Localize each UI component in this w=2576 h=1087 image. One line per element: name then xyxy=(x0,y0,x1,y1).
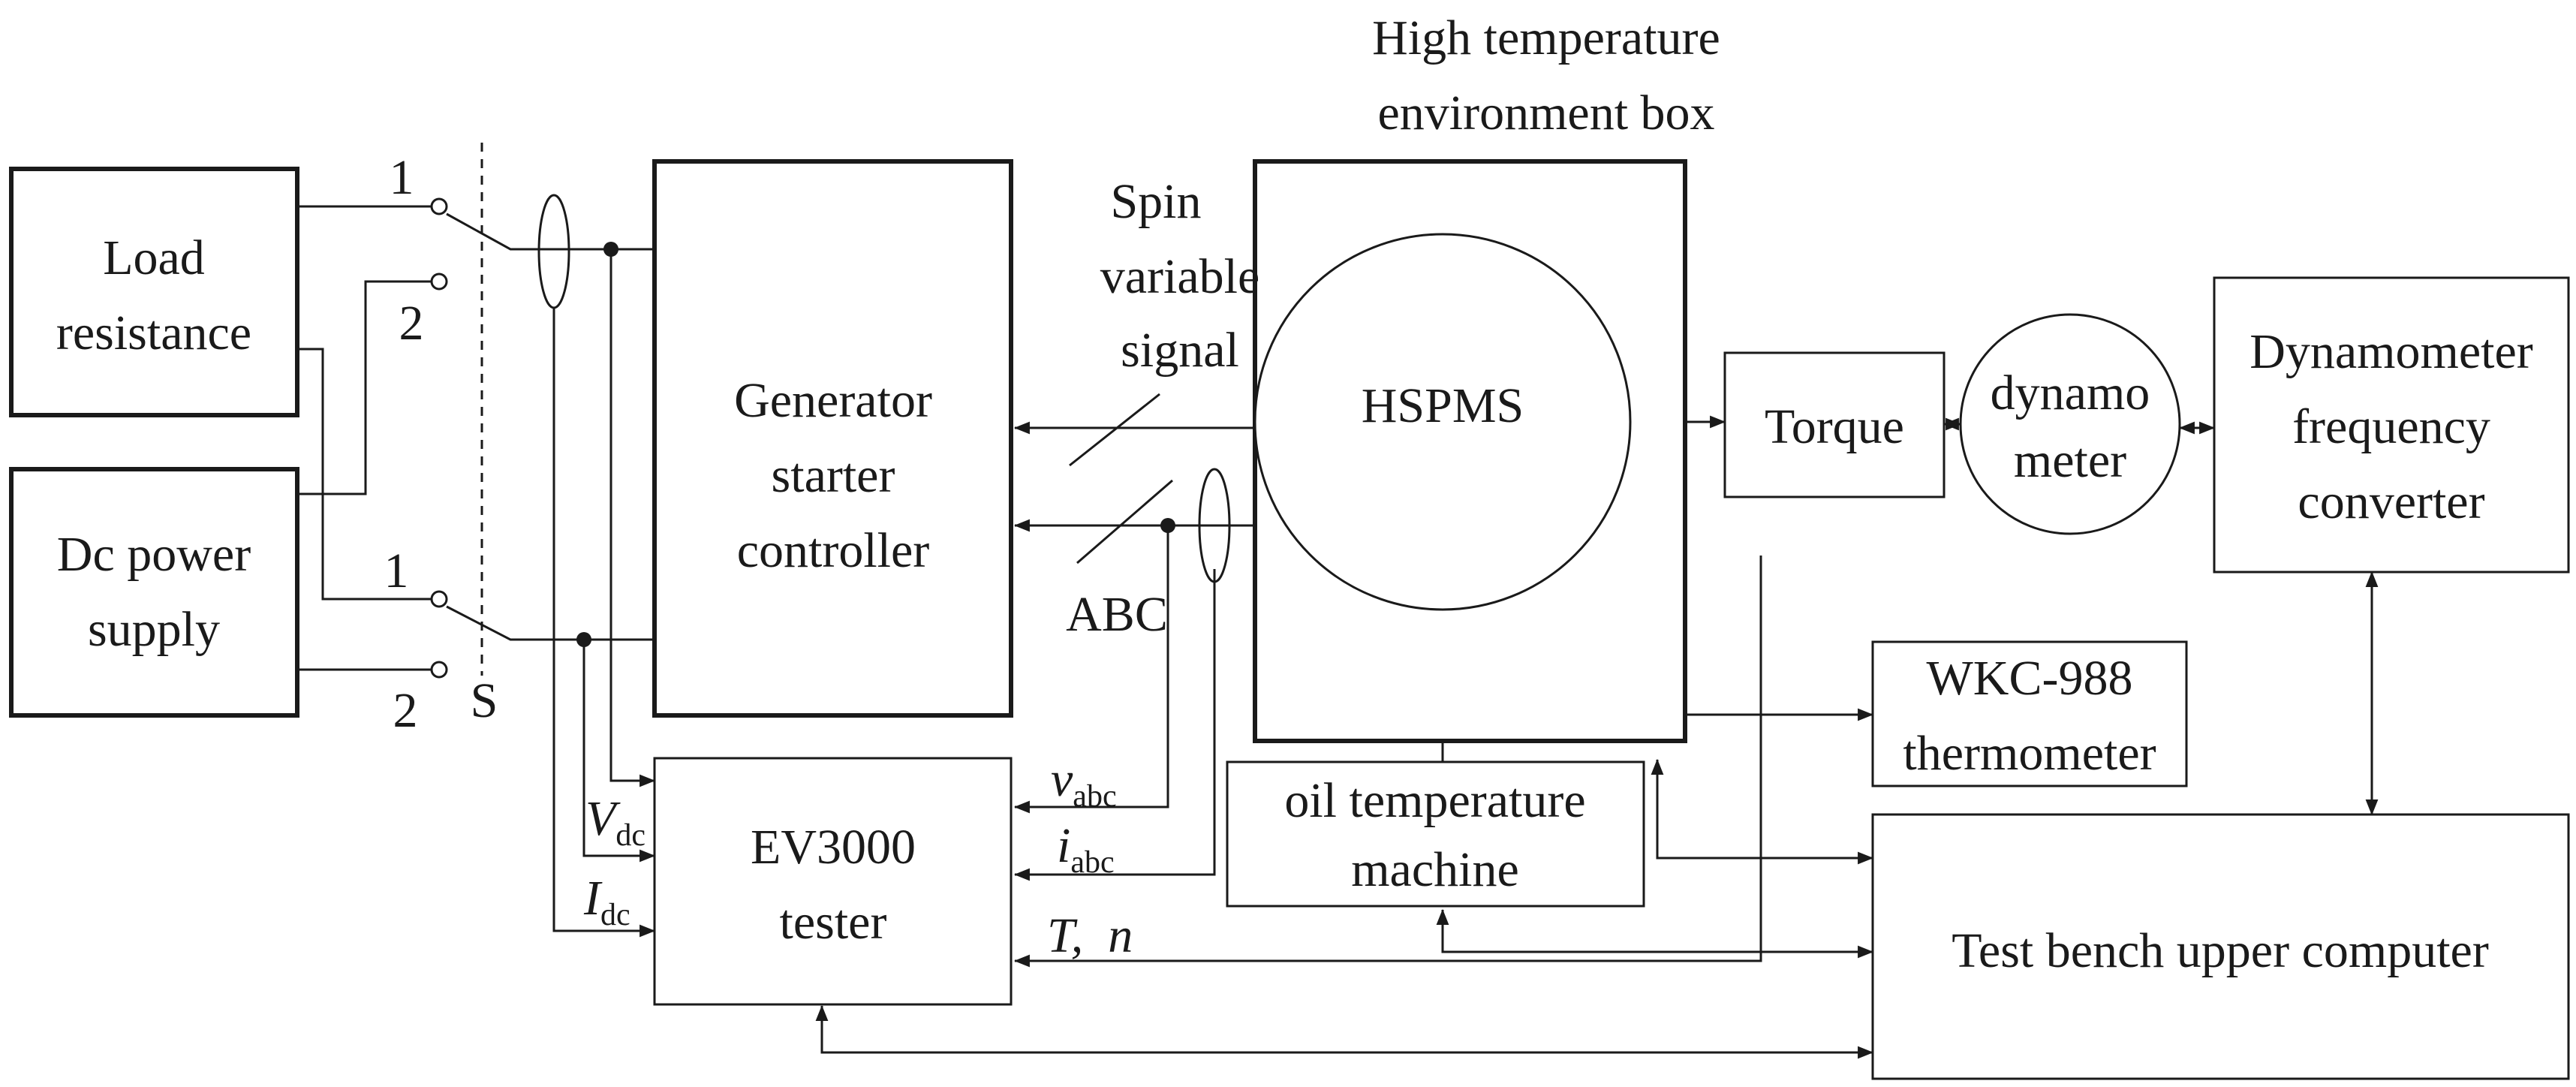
converter-line3: converter xyxy=(2298,474,2484,529)
wiring xyxy=(297,143,2379,1059)
dynamometer-line1: dynamo xyxy=(1991,366,2150,420)
load-resistance-line1: Load xyxy=(103,230,205,285)
junction-dot xyxy=(603,242,618,257)
switch-contact xyxy=(430,273,448,291)
block-load-resistance: Load resistance xyxy=(9,167,299,417)
current-probe xyxy=(1198,468,1231,583)
torque-label: Torque xyxy=(1765,399,1904,454)
i-dc-label: Idc xyxy=(583,871,630,932)
i-abc-label: iabc xyxy=(1057,818,1115,880)
junction-dot xyxy=(576,632,591,647)
block-dynamometer-converter: Dynamometer frequency converter xyxy=(2213,276,2570,574)
controller-line1: Generator xyxy=(734,373,932,428)
current-probe xyxy=(537,194,570,309)
switch-top-pos2: 2 xyxy=(399,296,424,351)
signal-labels: Spin variable signal ABC vabc iabc Vdc I… xyxy=(384,150,1260,963)
env-box-title-line2: environment box xyxy=(1377,86,1714,140)
dc-power-line2: supply xyxy=(88,602,220,657)
load-resistance-line2: resistance xyxy=(56,306,251,360)
controller-line3: controller xyxy=(737,523,930,578)
abc-label: ABC xyxy=(1066,587,1168,642)
tester-line2: tester xyxy=(780,895,887,950)
v-dc-label: Vdc xyxy=(585,791,646,853)
block-oil-temperature-machine: oil temperature machine xyxy=(1226,760,1645,908)
thermometer-line1: WKC-988 xyxy=(1927,651,2133,706)
block-dc-power-supply: Dc power supply xyxy=(9,467,299,718)
switch-contact xyxy=(430,197,448,215)
junction-dot xyxy=(1160,518,1175,533)
switch-contact xyxy=(430,590,448,608)
block-generator-controller: Generator starter controller xyxy=(652,159,1013,718)
tester-line1: EV3000 xyxy=(751,820,916,875)
switch-contact xyxy=(430,661,448,679)
switch-top-pos1: 1 xyxy=(390,150,414,205)
upper-computer-label: Test bench upper computer xyxy=(1952,923,2489,978)
block-ev3000-tester: EV3000 tester xyxy=(653,757,1013,1006)
hspms-motor xyxy=(1253,233,1632,611)
oil-machine-line1: oil temperature xyxy=(1284,773,1585,828)
block-thermometer: WKC-988 thermometer xyxy=(1871,640,2188,787)
spin-signal-line1: Spin xyxy=(1110,174,1201,229)
hspms-label: HSPMS xyxy=(1362,378,1524,433)
thermometer-line2: thermometer xyxy=(1903,726,2156,781)
dc-power-line1: Dc power xyxy=(57,527,251,582)
switch-bottom-pos1: 1 xyxy=(384,544,409,598)
block-upper-computer: Test bench upper computer xyxy=(1871,813,2570,1080)
v-abc-label: vabc xyxy=(1051,752,1117,814)
converter-line1: Dynamometer xyxy=(2249,324,2533,379)
switch-bottom-pos2: 2 xyxy=(393,683,418,738)
t-n-label: T, n xyxy=(1047,908,1133,963)
converter-line2: frequency xyxy=(2292,399,2490,454)
block-dynamometer: dynamo meter xyxy=(1959,313,2181,535)
env-box-title-line1: High temperature xyxy=(1372,11,1720,65)
spin-signal-line3: signal xyxy=(1121,323,1239,378)
switch-label: S xyxy=(471,673,498,728)
dynamometer-line2: meter xyxy=(2014,433,2126,488)
oil-machine-line2: machine xyxy=(1351,842,1519,897)
spin-signal-line2: variable xyxy=(1100,249,1260,304)
block-torque: Torque xyxy=(1723,351,1946,498)
block-environment-box: High temperature environment box HSPMS xyxy=(1253,11,1720,743)
controller-line2: starter xyxy=(772,448,895,503)
